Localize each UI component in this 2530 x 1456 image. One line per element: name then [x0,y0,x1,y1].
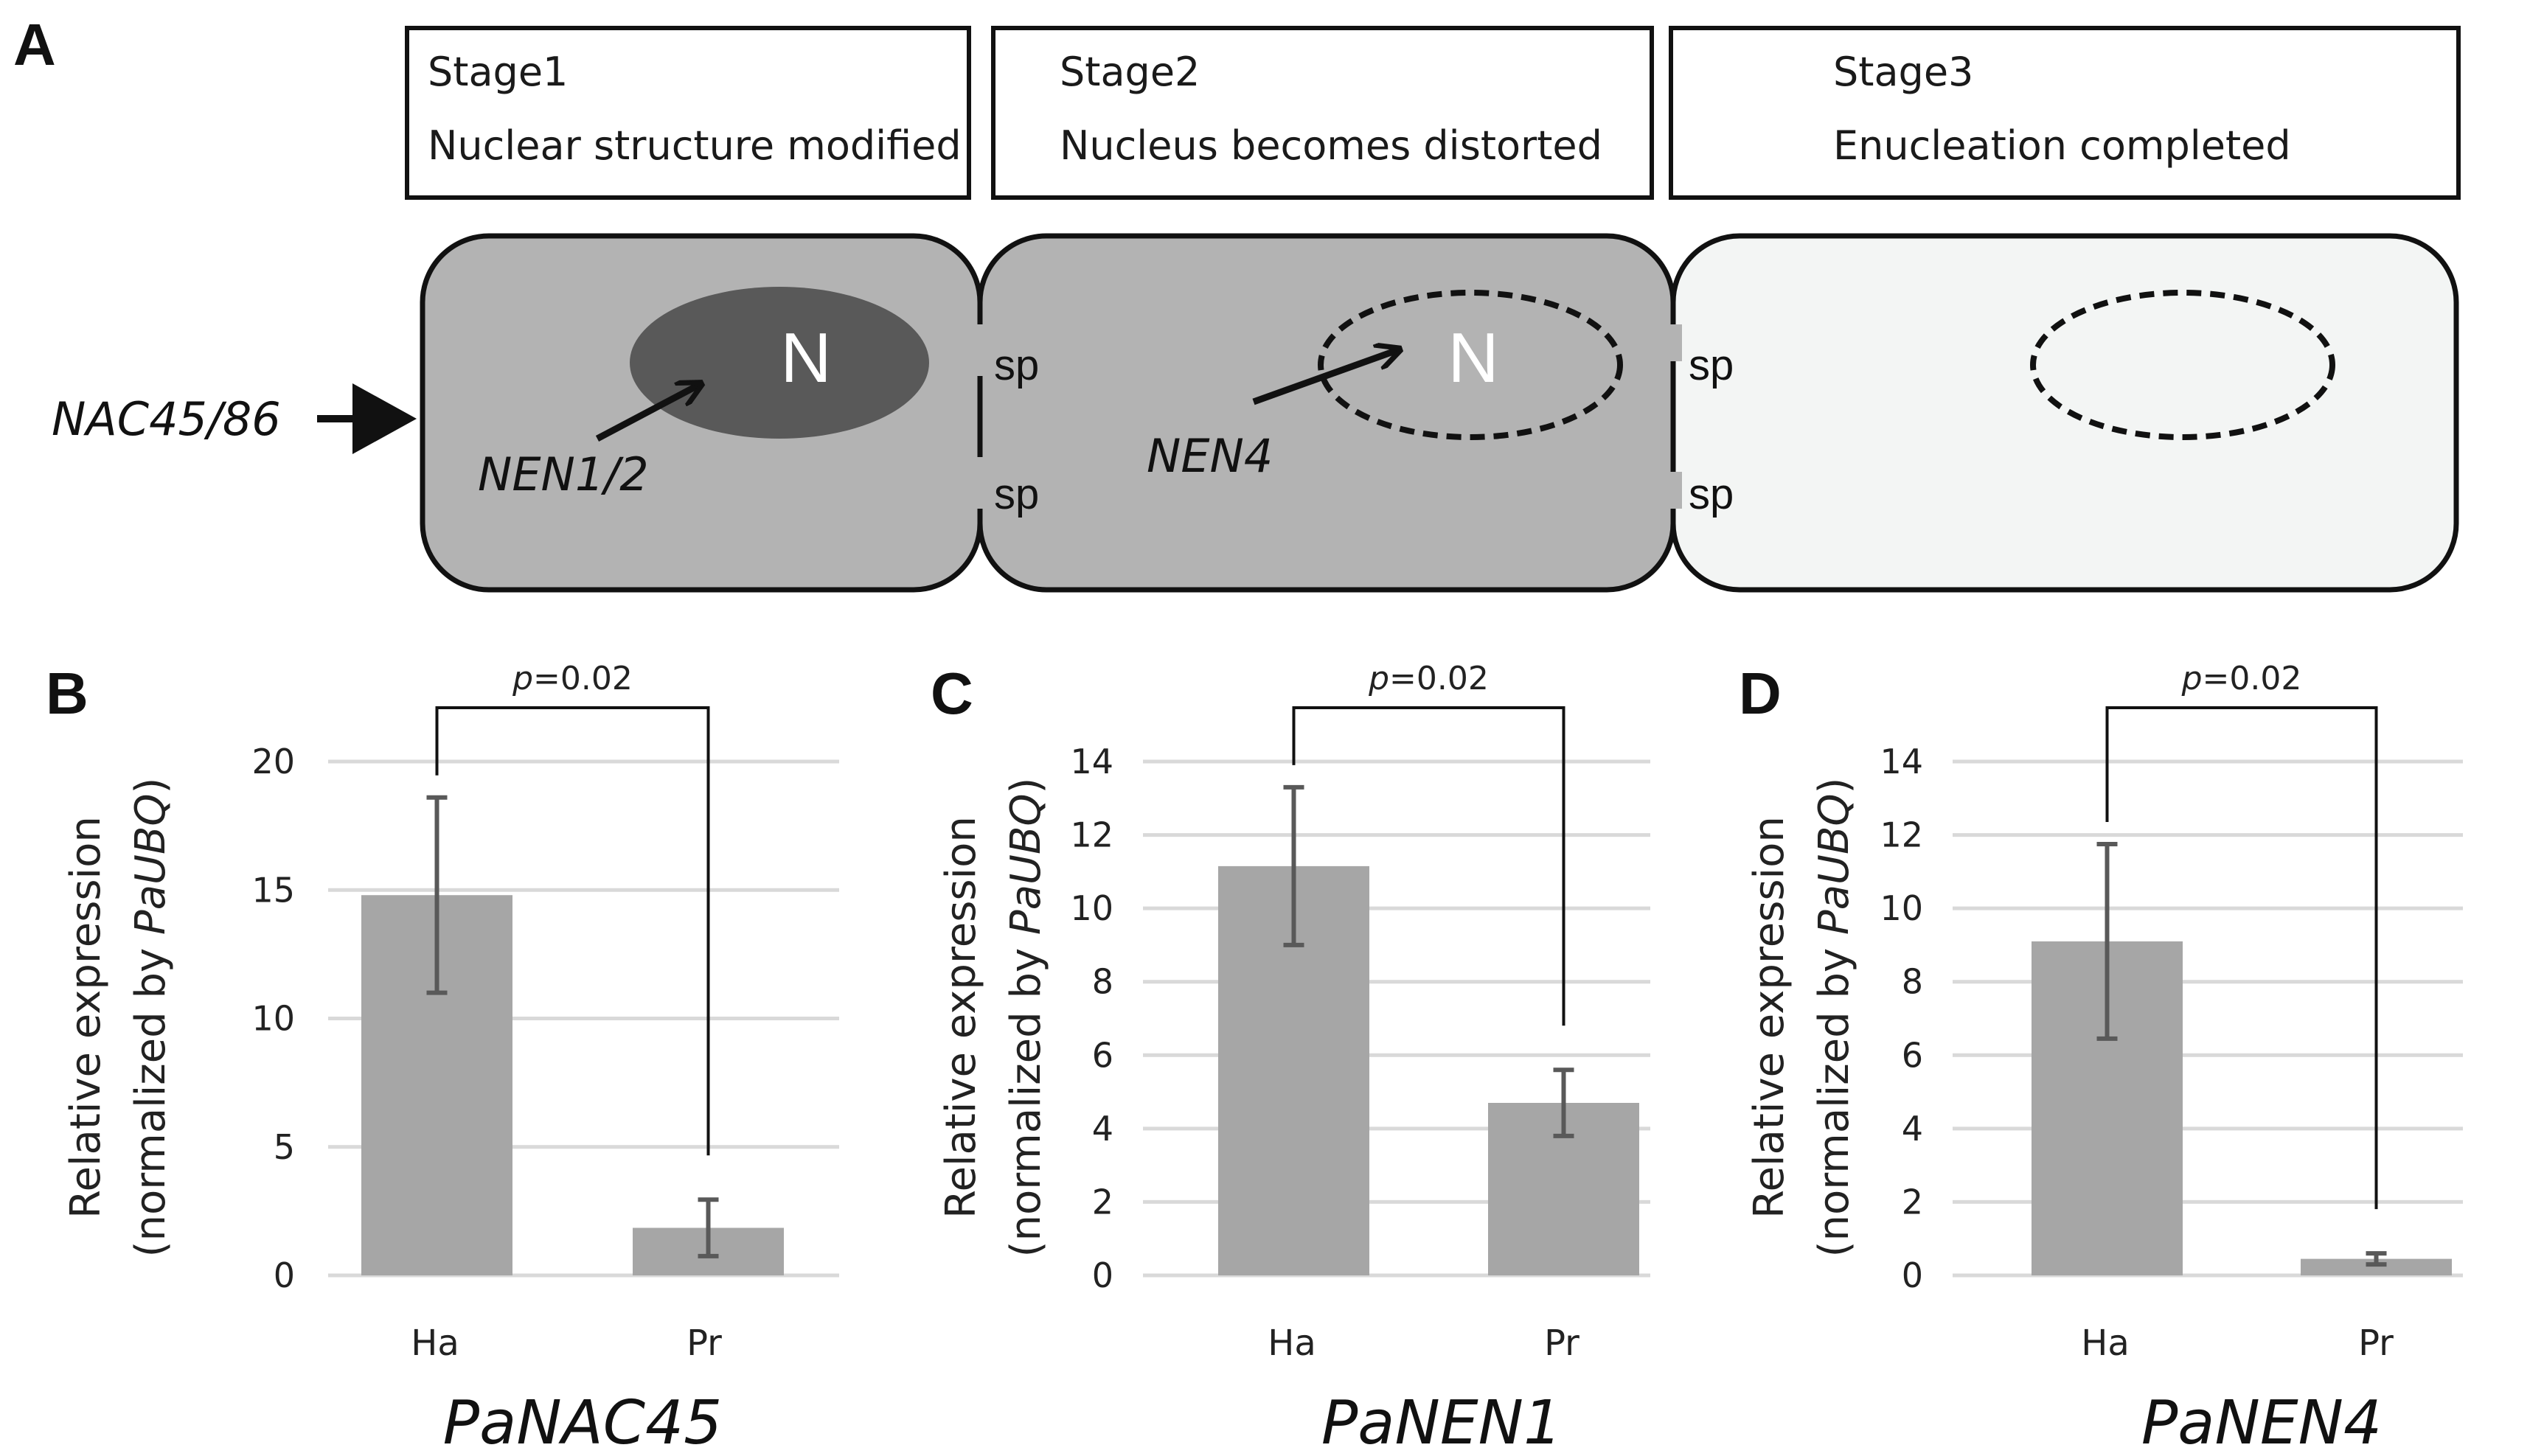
panel-letter-b: B [46,661,88,726]
x-tick-label: Ha [1268,1323,1316,1364]
significance-bracket [435,706,710,1156]
cell-stage-3 [1670,233,2459,593]
p-value-label: p=0.02 [2181,660,2302,697]
p-value-label: p=0.02 [1368,660,1489,697]
panel-letter-d: D [1739,661,1782,726]
chart-title: PaNAC45 [443,1388,723,1456]
significance-bracket [1292,706,1565,1026]
error-bar-pr [1553,1067,1574,1138]
regulator-arrow-head [352,383,417,454]
y-tick-label: 2 [1902,1182,1923,1222]
y-axis-label: Relative expression(normalized by PaUBQ) [937,778,1050,1258]
y-tick-label: 10 [1880,888,1923,928]
y-tick-label: 10 [251,999,295,1039]
stage-3-title: Stage3 [1833,49,1973,95]
y-tick-label: 8 [1902,962,1923,1002]
x-tick-label: Ha [2081,1323,2130,1364]
chart-title: PaNEN1 [1321,1388,1562,1456]
sieve-plate-gap-2b [1666,472,1682,509]
arrow-nen4 [1252,350,1397,405]
y-tick-label: 20 [251,742,295,781]
y-tick-label: 12 [1070,815,1113,855]
bar-pr [2301,1258,2452,1275]
nucleus-remnant [2030,290,2335,440]
y-tick-label: 8 [1092,962,1113,1002]
nucleus-label-1: N [780,318,831,397]
sp-label-2: sp [994,470,1039,518]
y-tick-label: 5 [274,1127,295,1167]
y-tick-label: 14 [1070,742,1113,781]
y-tick-label: 15 [251,870,295,910]
x-tick-label: Pr [2358,1323,2394,1364]
y-tick-label: 6 [1092,1035,1113,1075]
stage-box-2: Stage2 Nucleus becomes distorted [991,26,1654,200]
sieve-plate-gap-1a [973,324,989,376]
stage-2-desc: Nucleus becomes distorted [1060,122,1602,169]
sp-label-3: sp [1689,341,1734,389]
stage-1-desc: Nuclear structure modified [428,122,962,169]
nucleus-distorted [1318,290,1623,440]
chart-title: PaNEN4 [2141,1388,2382,1456]
y-tick-label: 0 [1902,1255,1923,1295]
panel-a: A Stage1 Nuclear structure modified Stag… [13,12,2461,593]
cell-stage-2 [977,233,1676,593]
y-tick-label: 0 [274,1255,295,1295]
y-axis-label: Relative expression(normalized by PaUBQ) [1745,778,1858,1258]
panel-letter-a: A [13,12,56,77]
p-value-label: p=0.02 [512,660,633,697]
stage-3-desc: Enucleation completed [1833,122,2291,169]
regulator-label: NAC45/86 [52,392,281,446]
gene-label-nen12: NEN1/2 [478,447,649,501]
significance-bracket [2105,706,2378,1210]
nucleus-intact [630,287,929,439]
error-bar-ha [2096,842,2118,1041]
error-bar-ha [426,795,448,995]
error-bar-ha [1283,784,1304,947]
x-tick-label: Pr [1544,1323,1579,1364]
y-axis-label: Relative expression(normalized by PaUBQ) [62,778,175,1258]
y-tick-label: 4 [1092,1109,1113,1149]
sp-label-1: sp [994,341,1039,389]
y-tick-label: 4 [1902,1109,1923,1149]
arrow-nen12 [595,385,699,442]
nucleus-label-2: N [1448,318,1498,397]
x-tick-label: Ha [411,1323,459,1364]
panel-letter-c: C [931,661,973,726]
y-tick-label: 6 [1902,1035,1923,1075]
error-bar-pr [2366,1251,2387,1267]
gene-label-nen4: NEN4 [1147,429,1273,483]
sieve-plate-gap-1b [973,457,989,509]
stage-1-title: Stage1 [428,49,568,95]
x-tick-label: Pr [687,1323,722,1364]
y-tick-label: 0 [1092,1255,1113,1295]
y-tick-label: 2 [1092,1182,1113,1222]
y-tick-label: 12 [1880,815,1923,855]
y-tick-label: 10 [1070,888,1113,928]
sieve-plate-gap-2a [1666,324,1682,361]
sp-label-4: sp [1689,470,1734,518]
y-tick-label: 14 [1880,742,1923,781]
stage-box-3: Stage3 Enucleation completed [1669,26,2461,200]
stage-box-1: Stage1 Nuclear structure modified [405,26,971,200]
stage-2-title: Stage2 [1060,49,1200,95]
error-bar-pr [698,1197,719,1258]
